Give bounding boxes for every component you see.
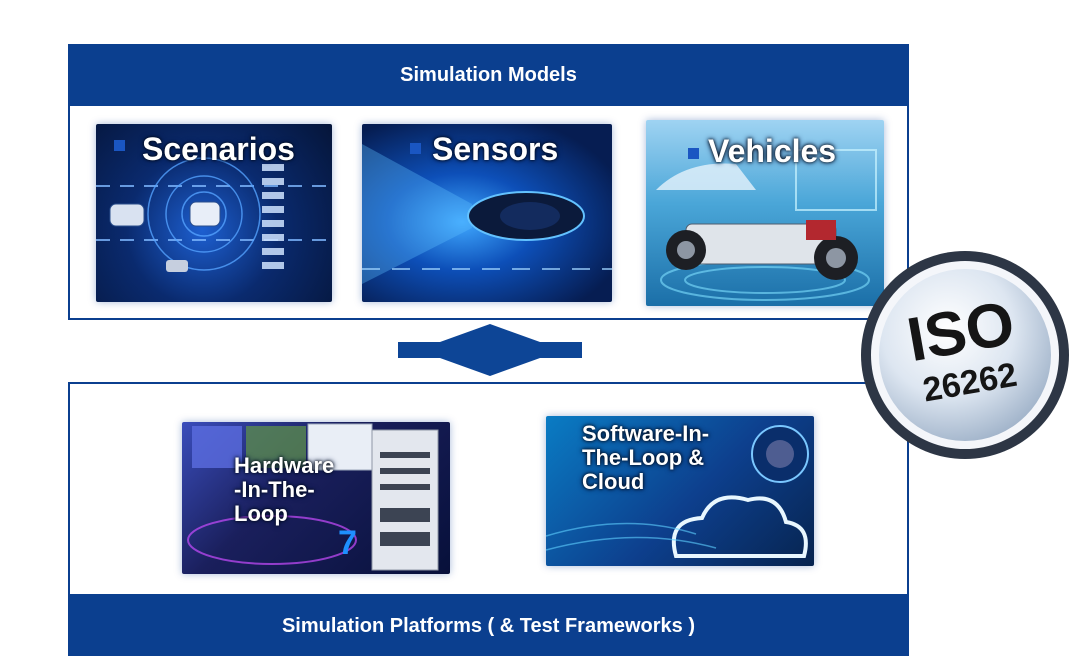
vehicles-label: Vehicles <box>708 133 837 169</box>
iso-badge-text: ISO 26262 <box>902 289 1019 410</box>
scenarios-bullet <box>114 140 125 151</box>
simulation-platforms-title: Simulation Platforms ( & Test Frameworks… <box>281 614 696 637</box>
simulation-models-header: Simulation Models <box>68 44 909 106</box>
sil-illustration <box>546 425 809 558</box>
hil-label: Hardware -In-The- Loop <box>234 453 335 527</box>
simulation-models-title: Simulation Models <box>400 63 577 86</box>
simulation-platforms-footer: Simulation Platforms ( & Test Frameworks… <box>68 596 909 656</box>
hil-tile: 7 Hardware -In-The- Loop <box>182 422 450 574</box>
hil-illustration: 7 <box>187 423 439 571</box>
sil-tile: Software-In- The-Loop & Cloud <box>546 416 814 566</box>
vehicles-bullet <box>688 148 699 159</box>
sensors-label: Sensors <box>432 131 559 167</box>
scenarios-illustration <box>96 157 332 272</box>
scenarios-tile: Scenarios <box>96 124 332 302</box>
scenarios-label: Scenarios <box>142 131 295 167</box>
vehicles-tile: Vehicles <box>646 120 884 306</box>
vehicles-illustration <box>656 149 877 301</box>
svg-text:7: 7 <box>338 524 357 562</box>
sensors-bullet <box>410 143 421 154</box>
sensors-illustration <box>362 144 612 284</box>
sensors-tile: Sensors <box>362 124 612 302</box>
sil-label: Software-In- The-Loop & Cloud <box>582 421 710 495</box>
bidirectional-arrow <box>398 324 582 376</box>
iso-26262-badge: ISO 26262 <box>861 251 1069 459</box>
